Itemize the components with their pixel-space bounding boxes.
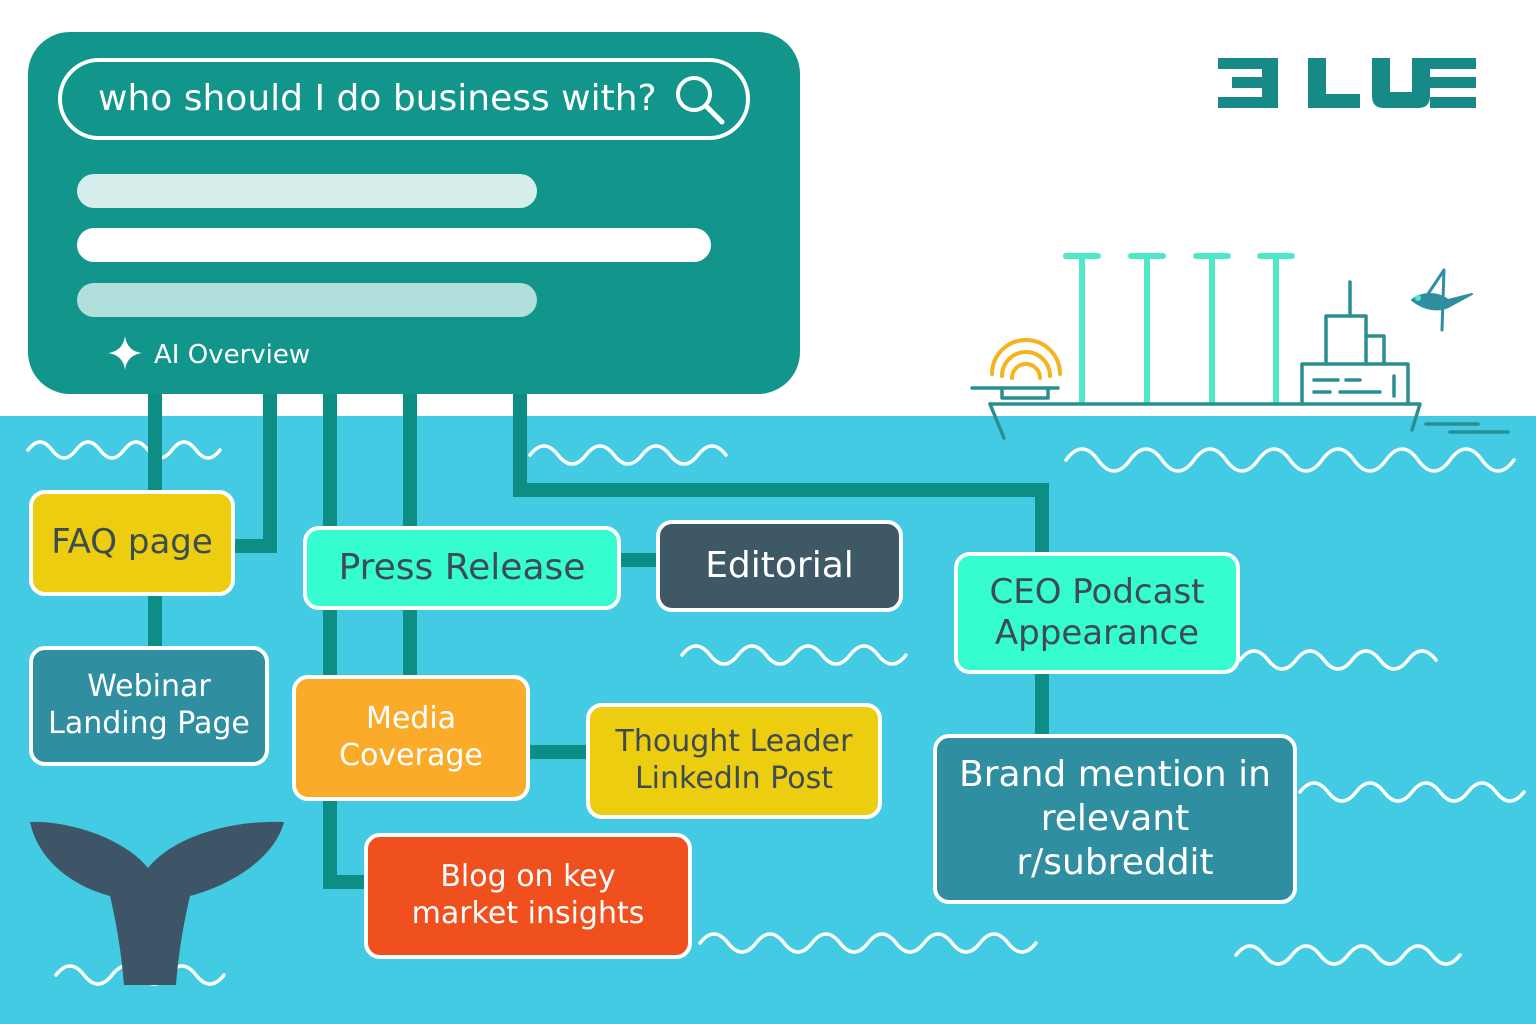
wave — [528, 444, 728, 466]
ship-masts — [1063, 253, 1295, 405]
connector — [513, 392, 1049, 556]
node-label: CEO Podcast Appearance — [989, 571, 1205, 653]
node-label: Thought Leader LinkedIn Post — [615, 724, 853, 796]
result-placeholder-bar — [77, 174, 537, 208]
connector — [233, 392, 277, 553]
waves — [26, 440, 1526, 986]
result-placeholder-bar — [77, 283, 537, 317]
ai-overview-label-row: AI Overview — [106, 334, 310, 376]
node-brand-mention-subreddit: Brand mention in relevant r/subreddit — [933, 734, 1297, 904]
ai-overview-label: AI Overview — [154, 340, 311, 370]
wave — [680, 644, 908, 666]
node-press-release: Press Release — [303, 526, 621, 610]
ship-icon — [970, 253, 1510, 440]
node-label: Editorial — [705, 545, 854, 587]
whale-tail-icon — [30, 821, 284, 985]
signal-waves — [990, 338, 1062, 380]
ai-search-panel: who should I do business with? AI Overvi… — [28, 32, 800, 394]
connectors — [148, 392, 1049, 889]
node-label: Blog on key market insights — [411, 859, 645, 931]
node-label: Brand mention in relevant r/subreddit — [959, 754, 1271, 883]
blue-logo: BLUE — [1216, 56, 1478, 114]
wave — [698, 932, 1038, 954]
wave — [1064, 447, 1516, 473]
node-thought-leader-linkedin-post: Thought Leader LinkedIn Post — [586, 703, 882, 819]
connector — [323, 798, 368, 889]
node-editorial: Editorial — [656, 520, 903, 612]
result-placeholder-bar — [77, 228, 711, 262]
search-icon[interactable] — [674, 74, 726, 130]
wave — [1298, 781, 1526, 803]
ship-hull — [970, 280, 1510, 440]
node-label: Webinar Landing Page — [48, 669, 250, 741]
search-query: who should I do business with? — [98, 78, 657, 119]
node-media-coverage: Media Coverage — [292, 675, 530, 801]
node-label: Media Coverage — [339, 701, 483, 773]
node-ceo-podcast-appearance: CEO Podcast Appearance — [954, 552, 1240, 674]
wave — [1234, 944, 1462, 966]
search-input[interactable]: who should I do business with? — [58, 58, 750, 140]
node-webinar-landing-page: Webinar Landing Page — [29, 646, 269, 766]
wave — [26, 440, 222, 460]
bird-icon — [1411, 268, 1473, 332]
node-label: FAQ page — [51, 522, 213, 563]
node-blog-market-insights: Blog on key market insights — [364, 833, 692, 959]
sparkle-icon — [106, 334, 144, 376]
node-label: Press Release — [338, 547, 586, 589]
node-faq-page: FAQ page — [29, 490, 235, 596]
wave — [1238, 649, 1438, 671]
